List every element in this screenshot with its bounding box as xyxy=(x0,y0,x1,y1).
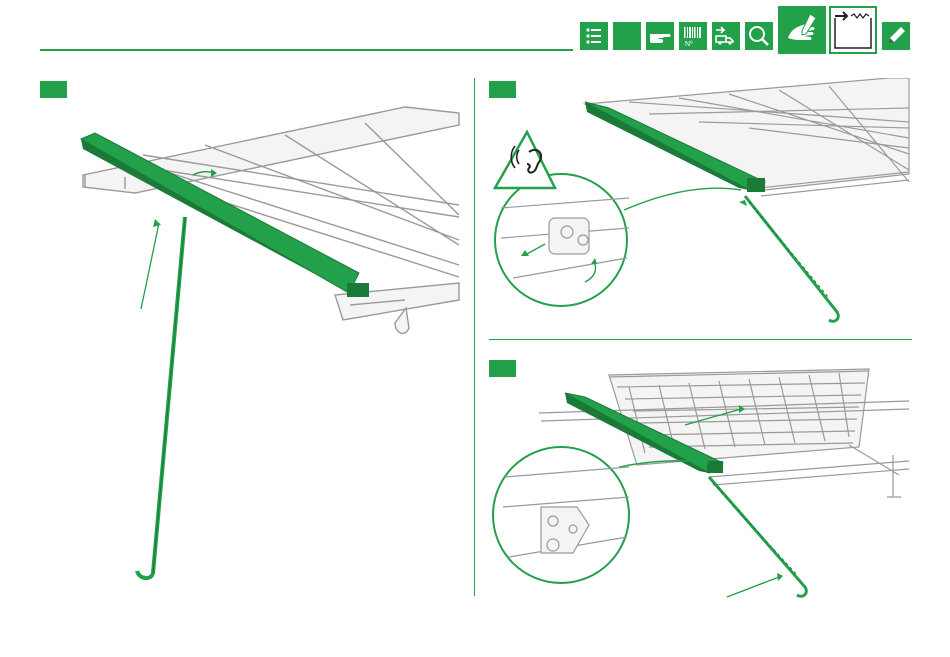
step-1-badge xyxy=(40,81,67,98)
panel-divider-vertical xyxy=(474,78,475,596)
step-3-illustration xyxy=(489,357,912,607)
barcode-icon[interactable]: Nº xyxy=(679,22,707,50)
magnifier-icon[interactable] xyxy=(745,22,773,50)
delivery-truck-icon[interactable] xyxy=(712,22,740,50)
step-2-illustration xyxy=(489,78,912,328)
hand-tool-icon[interactable] xyxy=(778,6,826,54)
list-icon[interactable] xyxy=(580,22,608,50)
panel-divider-horizontal xyxy=(489,339,912,340)
pointing-hand-icon[interactable] xyxy=(646,22,674,50)
header-rule xyxy=(40,49,573,51)
pencil-icon[interactable] xyxy=(882,22,910,50)
step-1-illustration xyxy=(75,95,465,580)
barcode-label: Nº xyxy=(685,41,693,48)
exit-frame-icon[interactable] xyxy=(829,6,877,54)
blank-icon[interactable] xyxy=(613,22,641,50)
